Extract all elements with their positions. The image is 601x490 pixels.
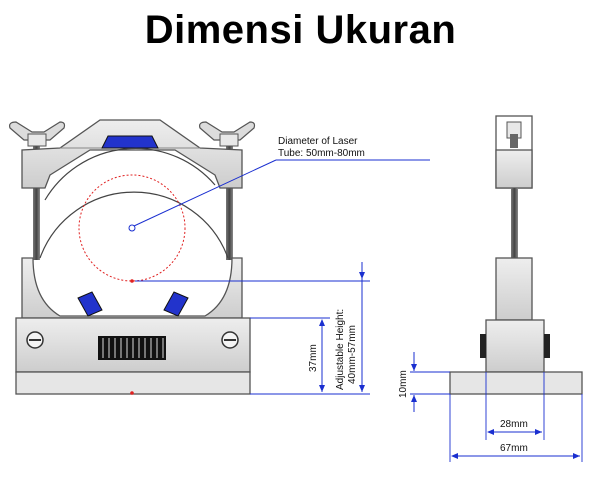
dim-37-label: 37mm: [308, 344, 319, 372]
right-rod: [226, 140, 233, 260]
diameter-label-2: Tube: 50mm-80mm: [278, 148, 365, 159]
right-lower-pad: [163, 291, 189, 317]
left-rod: [33, 140, 40, 260]
diameter-leader: [133, 159, 277, 227]
top-pad: [101, 135, 159, 149]
right-wing-nut: [199, 121, 256, 147]
adj-label-2: 40mm-57mm: [347, 325, 358, 384]
dim-67-label: 67mm: [500, 443, 528, 454]
side-base-block: [485, 319, 545, 373]
side-knob-left: [480, 334, 486, 358]
side-knob-right: [544, 334, 550, 358]
left-screw-icon: [26, 331, 44, 349]
side-rod: [511, 188, 518, 260]
red-mark-bottom: [130, 391, 134, 395]
top-clamp: [21, 119, 243, 189]
right-screw-icon: [221, 331, 239, 349]
side-base-plate: [449, 371, 583, 395]
front-view: Diameter of Laser Tube: 50mm-80mm 37mm A…: [9, 119, 430, 395]
base-plate: [15, 371, 251, 395]
lower-holder: [21, 257, 243, 319]
page-title: Dimensi Ukuran: [144, 8, 457, 52]
left-lower-pad: [77, 291, 103, 317]
red-mark-top: [130, 279, 134, 283]
dim-10-label: 10mm: [398, 370, 409, 398]
diameter-label-1: Diameter of Laser: [278, 136, 358, 147]
tube-outline: [39, 191, 229, 259]
knurled-knob: [98, 336, 166, 360]
min-diameter-circle: [78, 174, 186, 282]
tube-center-point: [128, 224, 136, 232]
side-view: 10mm 28mm 67mm: [398, 115, 583, 462]
side-lower-block: [495, 257, 533, 321]
dim-28-label: 28mm: [500, 419, 528, 430]
left-wing-nut: [9, 121, 66, 147]
adj-label-1: Adjustable Height:: [335, 309, 346, 390]
